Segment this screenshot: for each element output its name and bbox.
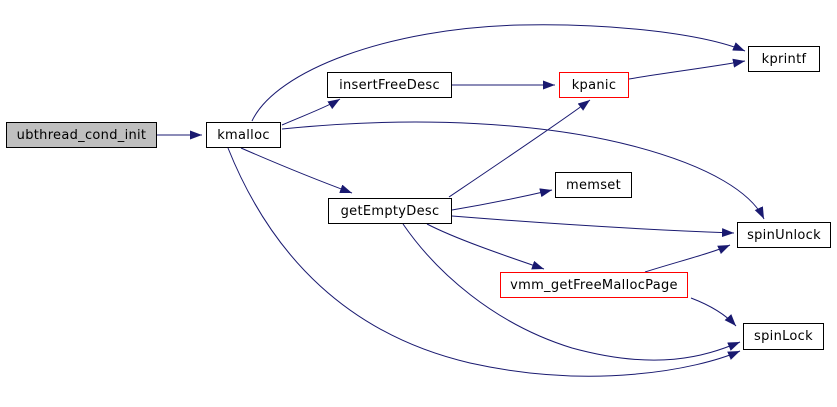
edge-vmm_getFreeMallocPage-to-spinLock (690, 297, 737, 327)
node-spinUnlock[interactable]: spinUnlock (737, 222, 831, 248)
edge-kmalloc-to-spinLock (227, 147, 741, 377)
edge-kmalloc-to-insertFreeDesc (281, 98, 341, 126)
node-vmm_getFreeMallocPage[interactable]: vmm_getFreeMallocPage (500, 272, 688, 298)
node-getEmptyDesc[interactable]: getEmptyDesc (328, 198, 452, 224)
edge-kmalloc-to-kprintf (251, 24, 746, 122)
node-kprintf[interactable]: kprintf (748, 46, 820, 72)
node-ubthread_cond_init: ubthread_cond_init (6, 122, 157, 148)
edge-getEmptyDesc-to-spinUnlock (451, 215, 735, 238)
node-kmalloc[interactable]: kmalloc (206, 122, 281, 148)
edge-getEmptyDesc-to-memset (451, 188, 553, 211)
edge-kpanic-to-kprintf (628, 58, 746, 80)
edge-vmm_getFreeMallocPage-to-spinUnlock (644, 244, 731, 273)
node-insertFreeDesc[interactable]: insertFreeDesc (327, 72, 452, 98)
edge-kmalloc-to-getEmptyDesc (240, 147, 353, 194)
node-memset[interactable]: memset (555, 172, 632, 198)
edge-getEmptyDesc-to-vmm_getFreeMallocPage (426, 223, 545, 270)
node-kpanic[interactable]: kpanic (559, 72, 629, 98)
node-spinLock[interactable]: spinLock (743, 323, 824, 350)
